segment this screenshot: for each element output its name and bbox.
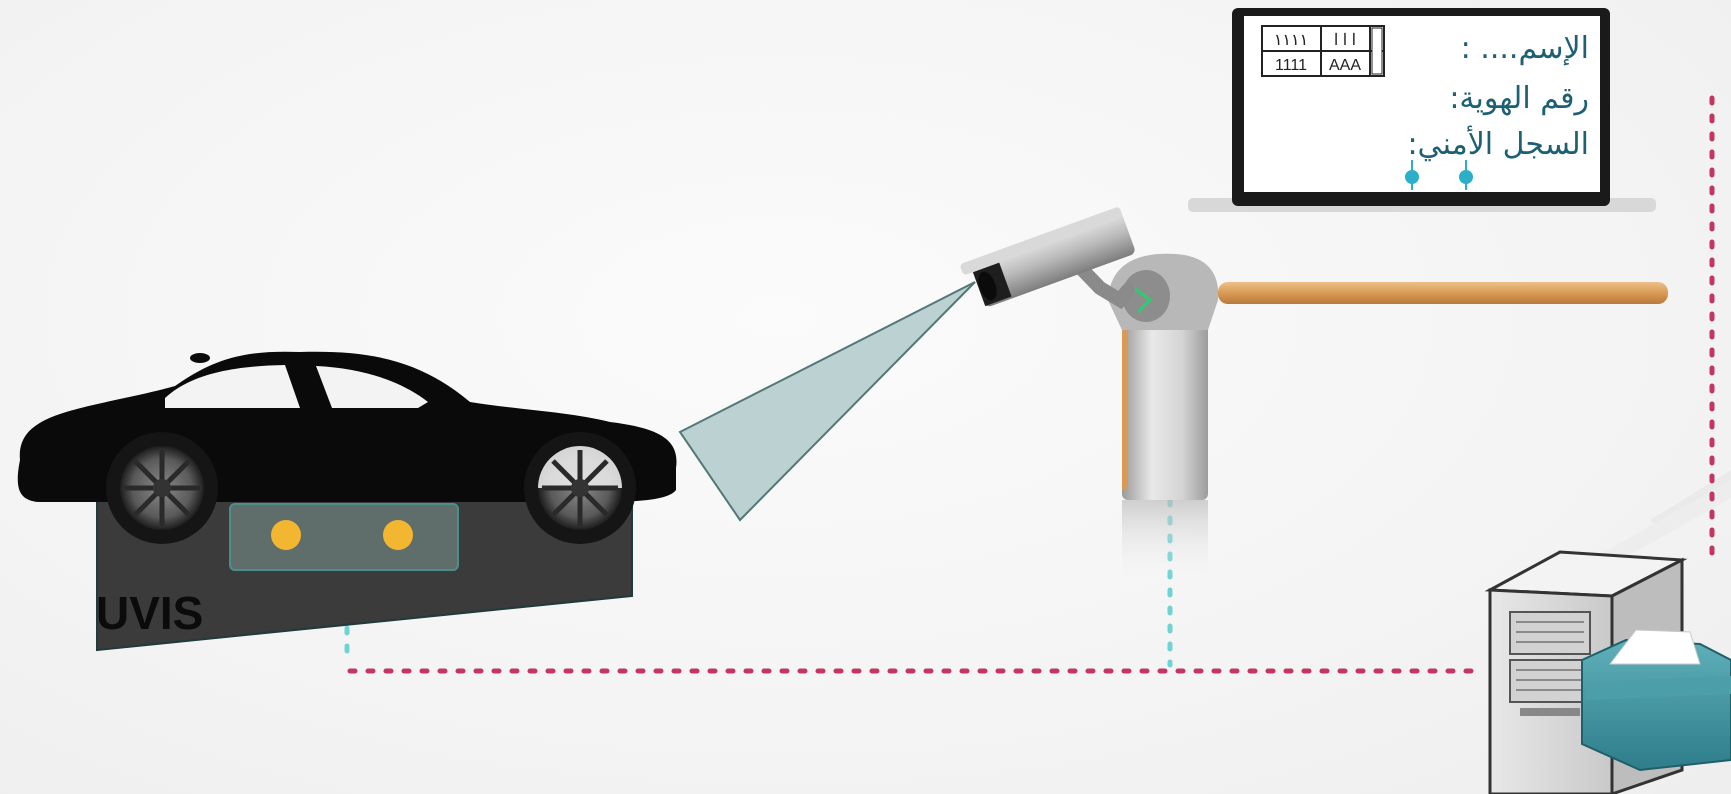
uvis-label: UVIS [96, 587, 204, 639]
monitor-icon: ١١١١ ا ا ا 1111 AAA [1188, 8, 1656, 212]
camera-beam [678, 281, 976, 522]
plate-top-letters: ا ا ا [1334, 32, 1356, 49]
front-wheel [106, 432, 218, 544]
network-link-cyan [344, 497, 1173, 668]
plate-bottom-digits: 1111 [1275, 57, 1307, 74]
rear-wheel [524, 432, 636, 544]
folder-icon [1581, 629, 1731, 772]
connector-dot-right [1459, 170, 1473, 184]
background-decoration [1590, 470, 1731, 572]
monitor-field-name: الإسم.... : [1460, 31, 1589, 66]
network-link-red [347, 95, 1715, 674]
license-plate: ١١١١ ا ا ا 1111 AAA [1261, 25, 1385, 77]
plate-bottom-letters: AAA [1329, 57, 1361, 74]
monitor-field-id-number: رقم الهوية: [1449, 81, 1589, 116]
sensor-light-right [383, 520, 413, 550]
barrier-gate-icon [1108, 253, 1668, 580]
camera-icon [960, 207, 1135, 310]
barrier-arm [1218, 282, 1668, 304]
sensor-light-left [271, 520, 301, 550]
plate-top-digits: ١١١١ [1274, 32, 1308, 49]
monitor-field-security-record: السجل الأمني: [1407, 127, 1589, 162]
uvis-sensor [229, 503, 459, 571]
car-icon [17, 351, 677, 544]
connector-dot-left [1405, 170, 1419, 184]
